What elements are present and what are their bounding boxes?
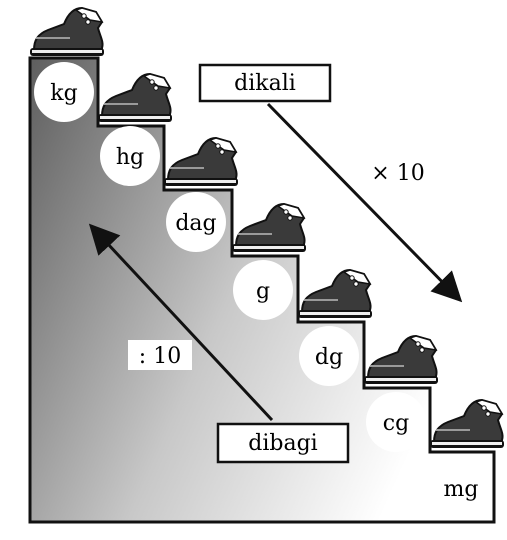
divide-box: dibagi [216, 422, 350, 464]
unit-label: cg [383, 411, 409, 436]
shoe-icon [97, 73, 173, 123]
multiply-arrow [266, 102, 463, 303]
shoe-icon [231, 203, 307, 253]
unit-label: dag [175, 211, 216, 236]
unit-step: cg [366, 392, 426, 452]
unit-step: dg [299, 326, 359, 386]
divide-factor: : 10 [139, 344, 181, 369]
multiply-box: dikali [198, 63, 332, 103]
unit-label: mg [444, 477, 479, 502]
shoe-icon [363, 335, 439, 385]
shoe-icon [297, 269, 373, 319]
shoe-icon [163, 137, 239, 187]
unit-label: g [256, 279, 270, 304]
divide-label: dibagi [248, 431, 317, 456]
unit-step: mg [431, 458, 491, 518]
unit-step: dag [166, 192, 226, 252]
unit-step: hg [100, 126, 160, 186]
divide-factor-box: : 10 [128, 340, 192, 370]
shoe-icon [429, 399, 505, 449]
divide-arrow [88, 223, 274, 422]
shoe-icon [29, 7, 105, 57]
multiply-label: dikali [234, 71, 296, 96]
multiply-factor: × 10 [371, 161, 424, 186]
unit-step: g [233, 260, 293, 320]
unit-step: kg [34, 62, 94, 122]
unit-label: dg [315, 345, 343, 370]
unit-label: kg [50, 81, 77, 106]
unit-label: hg [116, 145, 144, 170]
